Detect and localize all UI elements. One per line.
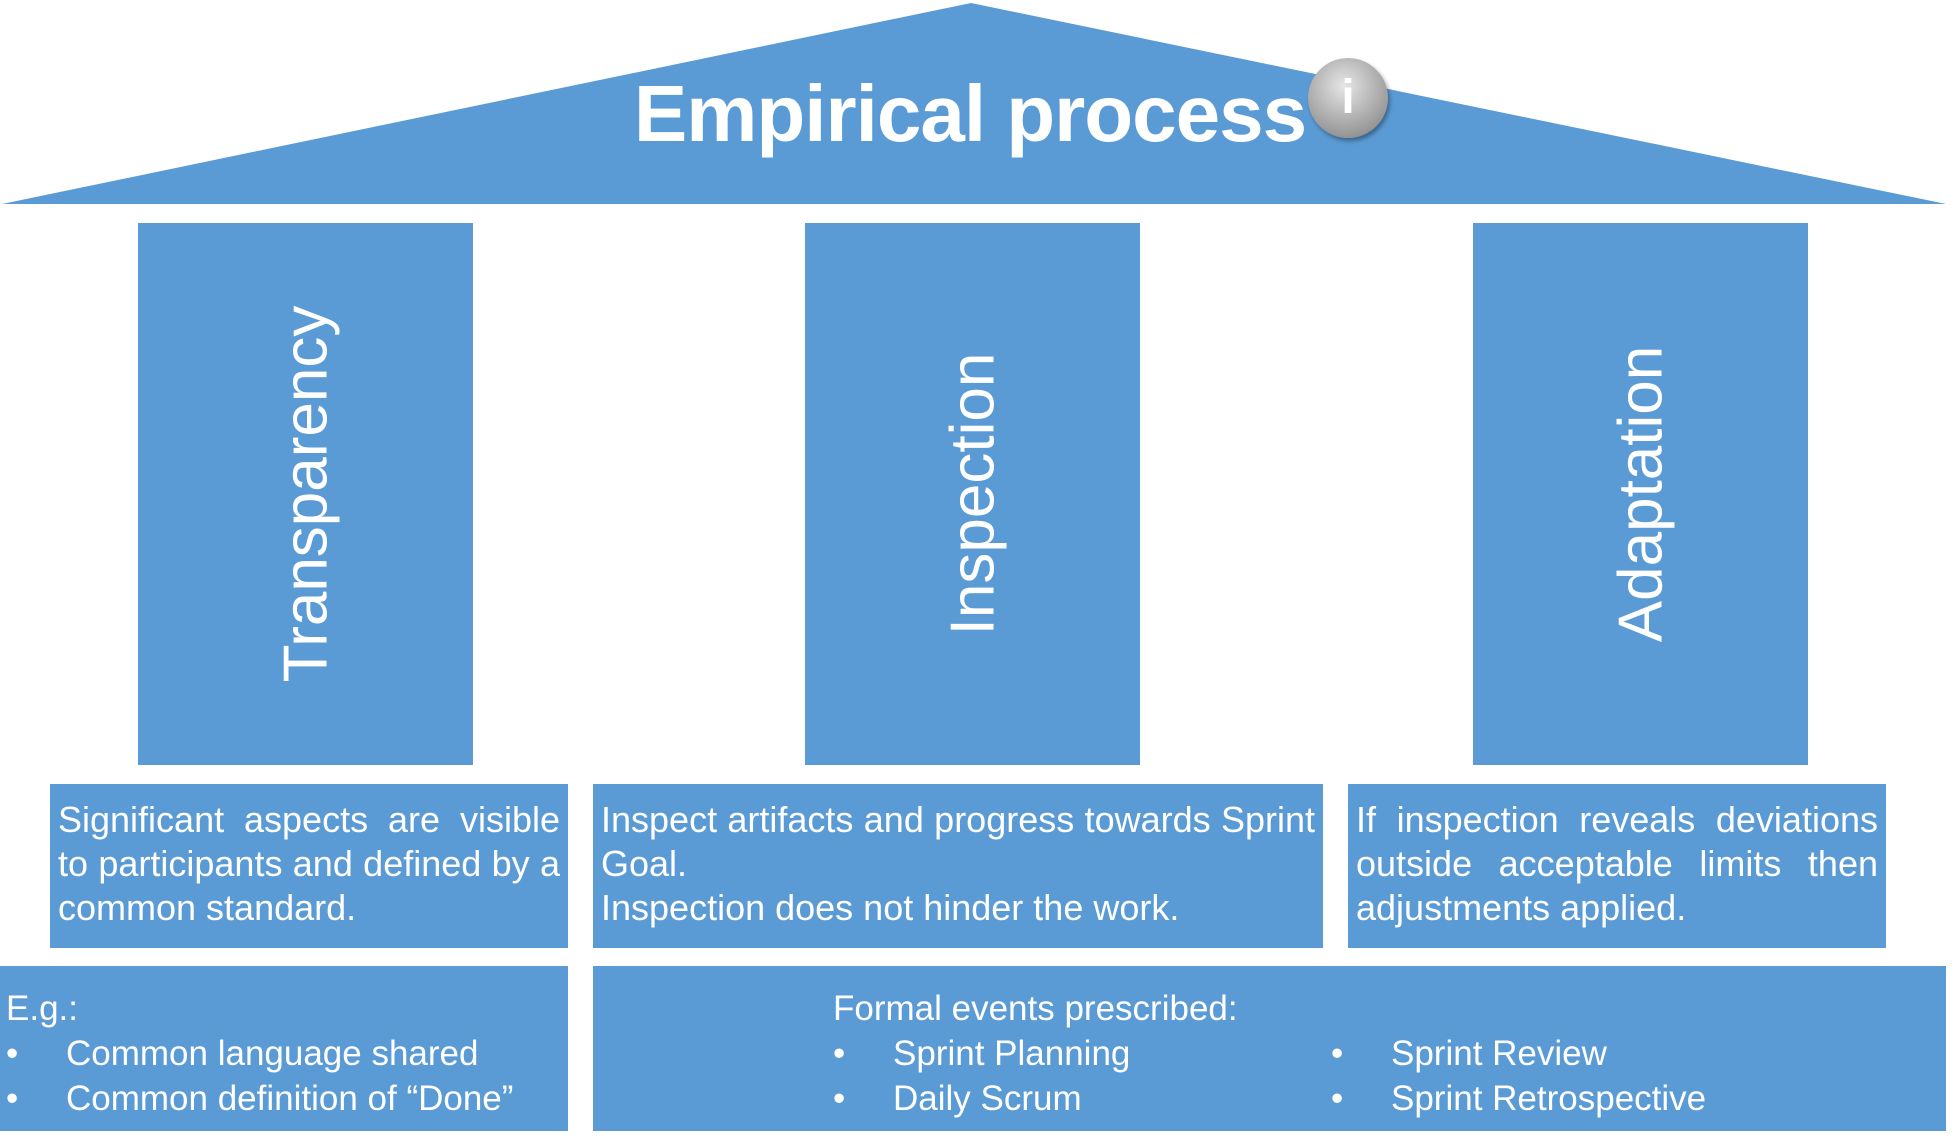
bullet-icon: •	[1331, 1079, 1344, 1118]
pillar-adaptation: Adaptation	[1473, 223, 1808, 765]
pillar-inspection: Inspection	[805, 223, 1140, 765]
list-item-text: Daily Scrum	[893, 1079, 1082, 1118]
examples-heading: E.g.:	[6, 989, 78, 1028]
list-item: • Common language shared	[6, 1031, 568, 1076]
description-text: Significant aspects are visible to parti…	[58, 799, 560, 928]
list-item: • Sprint Planning	[833, 1031, 1130, 1076]
bullet-icon: •	[833, 1079, 846, 1118]
pillar-label: Inspection	[938, 352, 1007, 636]
list-item: • Common definition of “Done”	[6, 1076, 568, 1121]
adaptation-description: If inspection reveals deviations outside…	[1348, 784, 1886, 948]
pillar-transparency: Transparency	[138, 223, 473, 765]
events-box: Formal events prescribed: • Sprint Plann…	[593, 966, 1946, 1131]
description-text: Inspection does not hinder the work.	[601, 887, 1180, 928]
bullet-icon: •	[6, 1079, 19, 1118]
inspection-description: Inspect artifacts and progress towards S…	[593, 784, 1323, 948]
list-item-text: Sprint Retrospective	[1391, 1079, 1707, 1118]
transparency-description: Significant aspects are visible to parti…	[50, 784, 568, 948]
bullet-icon: •	[833, 1034, 846, 1073]
roof-triangle	[2, 3, 1946, 204]
list-item-text: Common definition of “Done”	[66, 1079, 514, 1118]
diagram-title: Empirical process	[633, 69, 1307, 158]
pillar-label: Adaptation	[1606, 345, 1675, 643]
description-text: If inspection reveals deviations outside…	[1356, 799, 1878, 928]
examples-box: E.g.: • Common language shared • Common …	[0, 966, 568, 1131]
bullet-icon: •	[1331, 1034, 1344, 1073]
description-text: Inspect artifacts and progress towards S…	[601, 799, 1315, 884]
events-heading: Formal events prescribed:	[833, 989, 1238, 1028]
list-item: • Sprint Review	[1331, 1031, 1706, 1076]
list-item: • Daily Scrum	[833, 1076, 1130, 1121]
list-item: • Sprint Retrospective	[1331, 1076, 1706, 1121]
list-item-text: Sprint Planning	[893, 1034, 1131, 1073]
list-item-text: Common language shared	[66, 1034, 479, 1073]
info-icon[interactable]: i	[1308, 58, 1388, 138]
list-item-text: Sprint Review	[1391, 1034, 1607, 1073]
bullet-icon: •	[6, 1034, 19, 1073]
pillar-label: Transparency	[271, 305, 340, 683]
